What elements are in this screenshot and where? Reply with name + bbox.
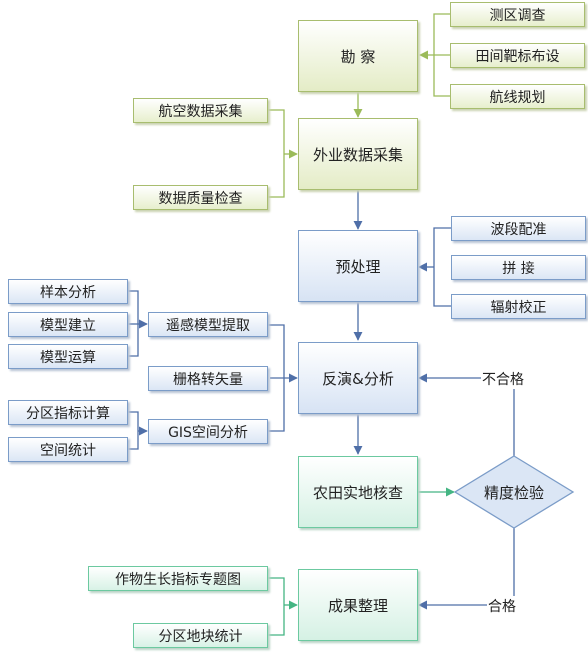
node-pinjie-label: 拼 接 — [502, 260, 535, 277]
node-fanyan-label: 反演&分析 — [322, 369, 394, 388]
node-chengguo-label: 成果整理 — [327, 596, 388, 615]
diamond-jingdu — [453, 455, 575, 529]
node-fenqu-dikuai-label: 分区地块统计 — [158, 628, 243, 645]
node-fenqu-zhibiao-label: 分区指标计算 — [26, 405, 110, 422]
node-shange-label: 栅格转矢量 — [173, 371, 243, 388]
node-chengguo: 成果整理 — [298, 569, 418, 641]
node-jianli-label: 模型建立 — [40, 317, 96, 334]
node-hangkong-label: 航空数据采集 — [158, 103, 243, 120]
node-yaogan-label: 遥感模型提取 — [166, 317, 250, 334]
node-yangben-label: 样本分析 — [40, 284, 96, 301]
node-fushe: 辐射校正 — [451, 294, 586, 319]
label-hege: 合格 — [487, 596, 517, 616]
node-jingdu-label: 精度检验 — [483, 483, 544, 502]
bracket-gis — [128, 411, 148, 450]
node-cequ: 测区调查 — [450, 2, 585, 27]
bracket-yuchuli — [418, 227, 451, 307]
node-kancha-label: 勘 察 — [340, 47, 376, 66]
node-hangkong: 航空数据采集 — [133, 98, 268, 123]
node-gis-label: GIS空间分析 — [168, 424, 248, 441]
node-kancha: 勘 察 — [298, 20, 418, 92]
label-buhege: 不合格 — [481, 369, 525, 389]
node-waiye-label: 外业数据采集 — [312, 145, 403, 164]
bracket-waiye — [268, 109, 298, 198]
node-tianjian-label: 田间靶标布设 — [475, 48, 560, 65]
bracket-fanyan — [268, 324, 298, 432]
node-zuowu-label: 作物生长指标专题图 — [115, 571, 241, 588]
node-yangben: 样本分析 — [8, 279, 128, 304]
node-fanyan: 反演&分析 — [298, 342, 418, 414]
node-fenqu-dikuai: 分区地块统计 — [133, 623, 268, 648]
node-hangxian-label: 航线规划 — [489, 89, 546, 106]
node-yaogan: 遥感模型提取 — [148, 312, 268, 337]
node-gis: GIS空间分析 — [148, 419, 268, 444]
node-zuowu: 作物生长指标专题图 — [88, 566, 268, 591]
node-zhiliang-label: 数据质量检查 — [158, 190, 243, 207]
node-fushe-label: 辐射校正 — [490, 299, 547, 316]
bracket-kancha — [419, 13, 450, 97]
node-waiye: 外业数据采集 — [298, 118, 418, 190]
node-shange: 栅格转矢量 — [148, 366, 268, 391]
node-boduan: 波段配准 — [451, 216, 586, 241]
arrow-hege — [418, 528, 515, 610]
node-hangxian: 航线规划 — [450, 84, 585, 109]
bracket-yaogan — [128, 290, 148, 357]
node-yunsuan: 模型运算 — [8, 344, 128, 369]
node-yunsuan-label: 模型运算 — [40, 349, 96, 366]
node-kongjian-label: 空间统计 — [40, 442, 96, 459]
node-cequ-label: 测区调查 — [489, 7, 546, 24]
node-pinjie: 拼 接 — [451, 255, 586, 280]
node-zhiliang: 数据质量检查 — [133, 185, 268, 210]
bracket-chengguo — [268, 577, 298, 636]
node-fenqu-zhibiao: 分区指标计算 — [8, 400, 128, 425]
node-tianjian: 田间靶标布设 — [450, 43, 585, 68]
node-kongjian: 空间统计 — [8, 437, 128, 462]
node-boduan-label: 波段配准 — [490, 221, 547, 238]
node-nongtian-label: 农田实地核查 — [312, 483, 403, 502]
node-jianli: 模型建立 — [8, 312, 128, 337]
node-yuchuli: 预处理 — [298, 230, 418, 302]
node-nongtian: 农田实地核查 — [298, 456, 418, 528]
node-jingdu: 精度检验 — [468, 480, 560, 504]
arrow-buhege — [418, 373, 515, 456]
node-yuchuli-label: 预处理 — [335, 257, 381, 276]
